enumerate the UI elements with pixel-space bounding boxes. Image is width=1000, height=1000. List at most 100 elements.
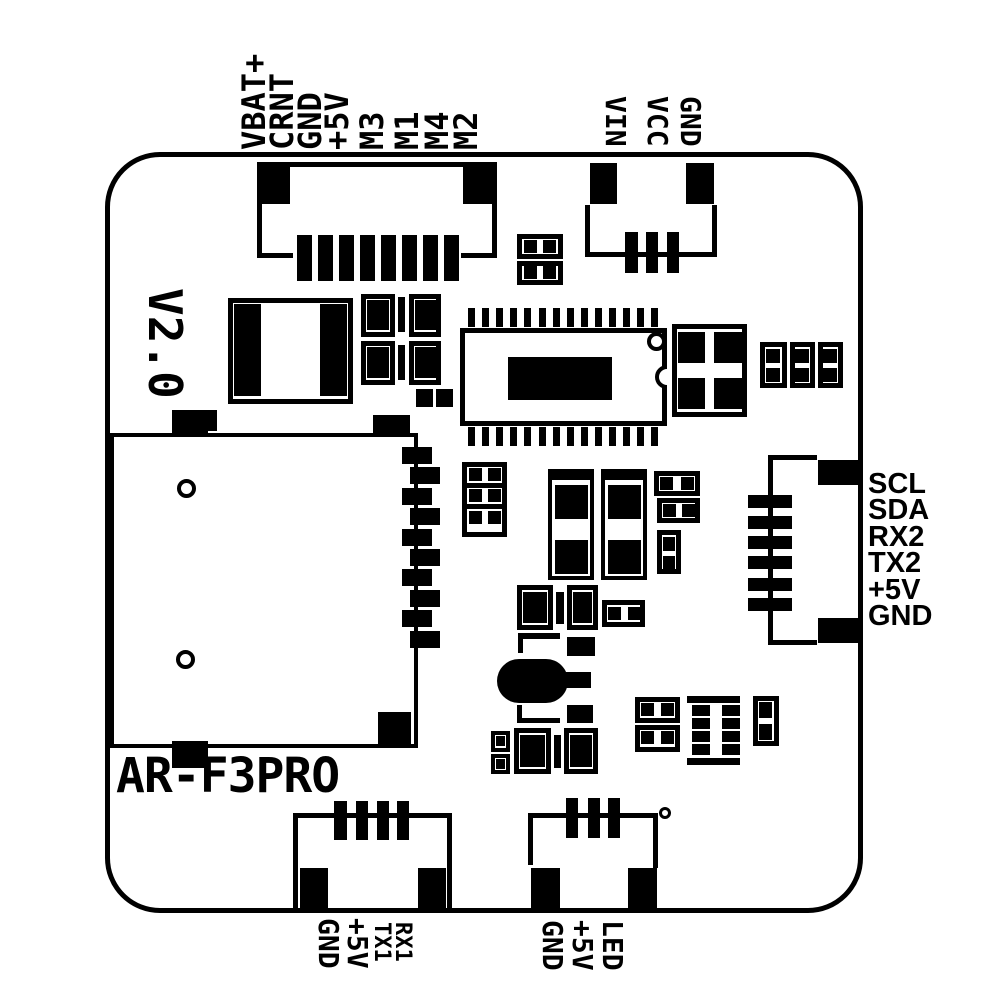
solder-pad bbox=[415, 300, 436, 330]
pin-label-scl: SCL bbox=[868, 468, 926, 500]
solder-pad bbox=[628, 607, 641, 620]
resistor-array bbox=[462, 504, 507, 509]
passive-outline bbox=[657, 530, 681, 574]
mcu-pin bbox=[595, 308, 602, 327]
solder-pad bbox=[759, 702, 772, 718]
mcu-pin bbox=[609, 427, 616, 446]
ffc-pin bbox=[423, 235, 438, 281]
mcu-pin bbox=[482, 308, 489, 327]
mcu-pin bbox=[496, 308, 503, 327]
solder-pad bbox=[556, 592, 564, 624]
connector-pad bbox=[531, 868, 560, 908]
led-connector-outline bbox=[653, 813, 658, 868]
solder-pad bbox=[663, 537, 675, 551]
ffc-connector-outline bbox=[257, 162, 497, 258]
connector-pin bbox=[397, 801, 409, 840]
connector-pad bbox=[418, 868, 446, 909]
connector-pin bbox=[356, 801, 368, 840]
solder-pad bbox=[554, 735, 561, 768]
solder-pad bbox=[488, 489, 501, 502]
capacitor-pad bbox=[320, 304, 347, 396]
ic-pad bbox=[692, 718, 710, 729]
sd-anchor-pad bbox=[172, 741, 208, 768]
mcu-pin bbox=[637, 308, 644, 327]
electrolytic-cap bbox=[497, 659, 568, 703]
solder-pad bbox=[663, 556, 675, 570]
mcu-pin bbox=[510, 427, 517, 446]
mcu-pin bbox=[510, 308, 517, 327]
ic-pad bbox=[722, 718, 740, 729]
solder-pad bbox=[524, 240, 537, 253]
solder-pad bbox=[496, 736, 505, 746]
mcu-pin bbox=[581, 427, 588, 446]
solder-pad bbox=[823, 349, 837, 363]
connector-pad bbox=[300, 868, 328, 909]
mcu-pin bbox=[581, 308, 588, 327]
mount-hole bbox=[177, 479, 196, 498]
solder-pad bbox=[681, 477, 694, 490]
trace bbox=[518, 633, 523, 653]
solder-pad bbox=[567, 637, 595, 656]
ffc-pin bbox=[339, 235, 354, 281]
solder-pad bbox=[567, 705, 593, 723]
connector-pin bbox=[377, 801, 389, 840]
mcu-pin bbox=[553, 427, 560, 446]
solder-pad bbox=[608, 607, 621, 620]
sd-card-slot bbox=[110, 433, 418, 748]
solder-pad bbox=[469, 468, 482, 481]
solder-pad bbox=[661, 703, 674, 716]
mcu-pin bbox=[637, 427, 644, 446]
ffc-pin bbox=[381, 235, 396, 281]
connector-pad bbox=[818, 460, 862, 485]
ic-pad bbox=[692, 744, 710, 755]
solder-pad bbox=[440, 393, 449, 403]
mcu-pin bbox=[567, 427, 574, 446]
mcu-pin bbox=[651, 427, 658, 446]
connector-pad bbox=[628, 868, 657, 908]
uart-connector-outline bbox=[770, 455, 817, 460]
mcu-pin bbox=[468, 308, 475, 327]
uart-connector-pad bbox=[748, 495, 792, 508]
resistor-array bbox=[462, 483, 507, 488]
solder-pad bbox=[488, 468, 501, 481]
mcu-pin bbox=[496, 427, 503, 446]
solder-pad bbox=[714, 332, 742, 363]
capacitor-pad bbox=[555, 540, 588, 574]
solder-pad bbox=[543, 266, 556, 279]
alignment-dot bbox=[659, 807, 671, 819]
led-connector-outline bbox=[528, 813, 533, 865]
ffc-pin bbox=[444, 235, 459, 281]
connector-pin bbox=[566, 798, 578, 838]
solder-pad bbox=[641, 731, 654, 744]
solder-pad bbox=[795, 349, 809, 363]
solder-pad bbox=[543, 240, 556, 253]
solder-pad bbox=[367, 300, 389, 330]
connector-pad bbox=[686, 163, 714, 204]
solder-pad bbox=[398, 297, 405, 332]
uart1-connector-outline bbox=[293, 813, 298, 908]
sd-contact-pad bbox=[402, 529, 432, 546]
solder-pad bbox=[663, 504, 676, 517]
sd-contact-pad bbox=[410, 467, 440, 484]
ic-pad bbox=[722, 731, 740, 742]
ic-pad bbox=[692, 731, 710, 742]
sd-contact-pad bbox=[410, 549, 440, 566]
mcu-pin bbox=[524, 308, 531, 327]
solder-pad bbox=[415, 347, 436, 378]
pin-label-tx2: TX2 bbox=[868, 547, 922, 579]
solder-pad bbox=[570, 735, 592, 767]
solder-pad bbox=[714, 378, 742, 409]
connector-pin bbox=[625, 232, 638, 273]
power-connector-outline bbox=[585, 205, 590, 257]
cap-polarity-band bbox=[551, 471, 591, 480]
solder-pad bbox=[678, 378, 705, 409]
electrolytic-cap bbox=[565, 672, 591, 688]
uart-connector-pad bbox=[748, 536, 792, 549]
solder-pad bbox=[496, 759, 505, 769]
pin-label-rx2: RX2 bbox=[868, 521, 925, 553]
mcu-pin bbox=[539, 308, 546, 327]
power-connector-outline bbox=[712, 205, 717, 257]
sd-contact-pad bbox=[402, 610, 432, 627]
